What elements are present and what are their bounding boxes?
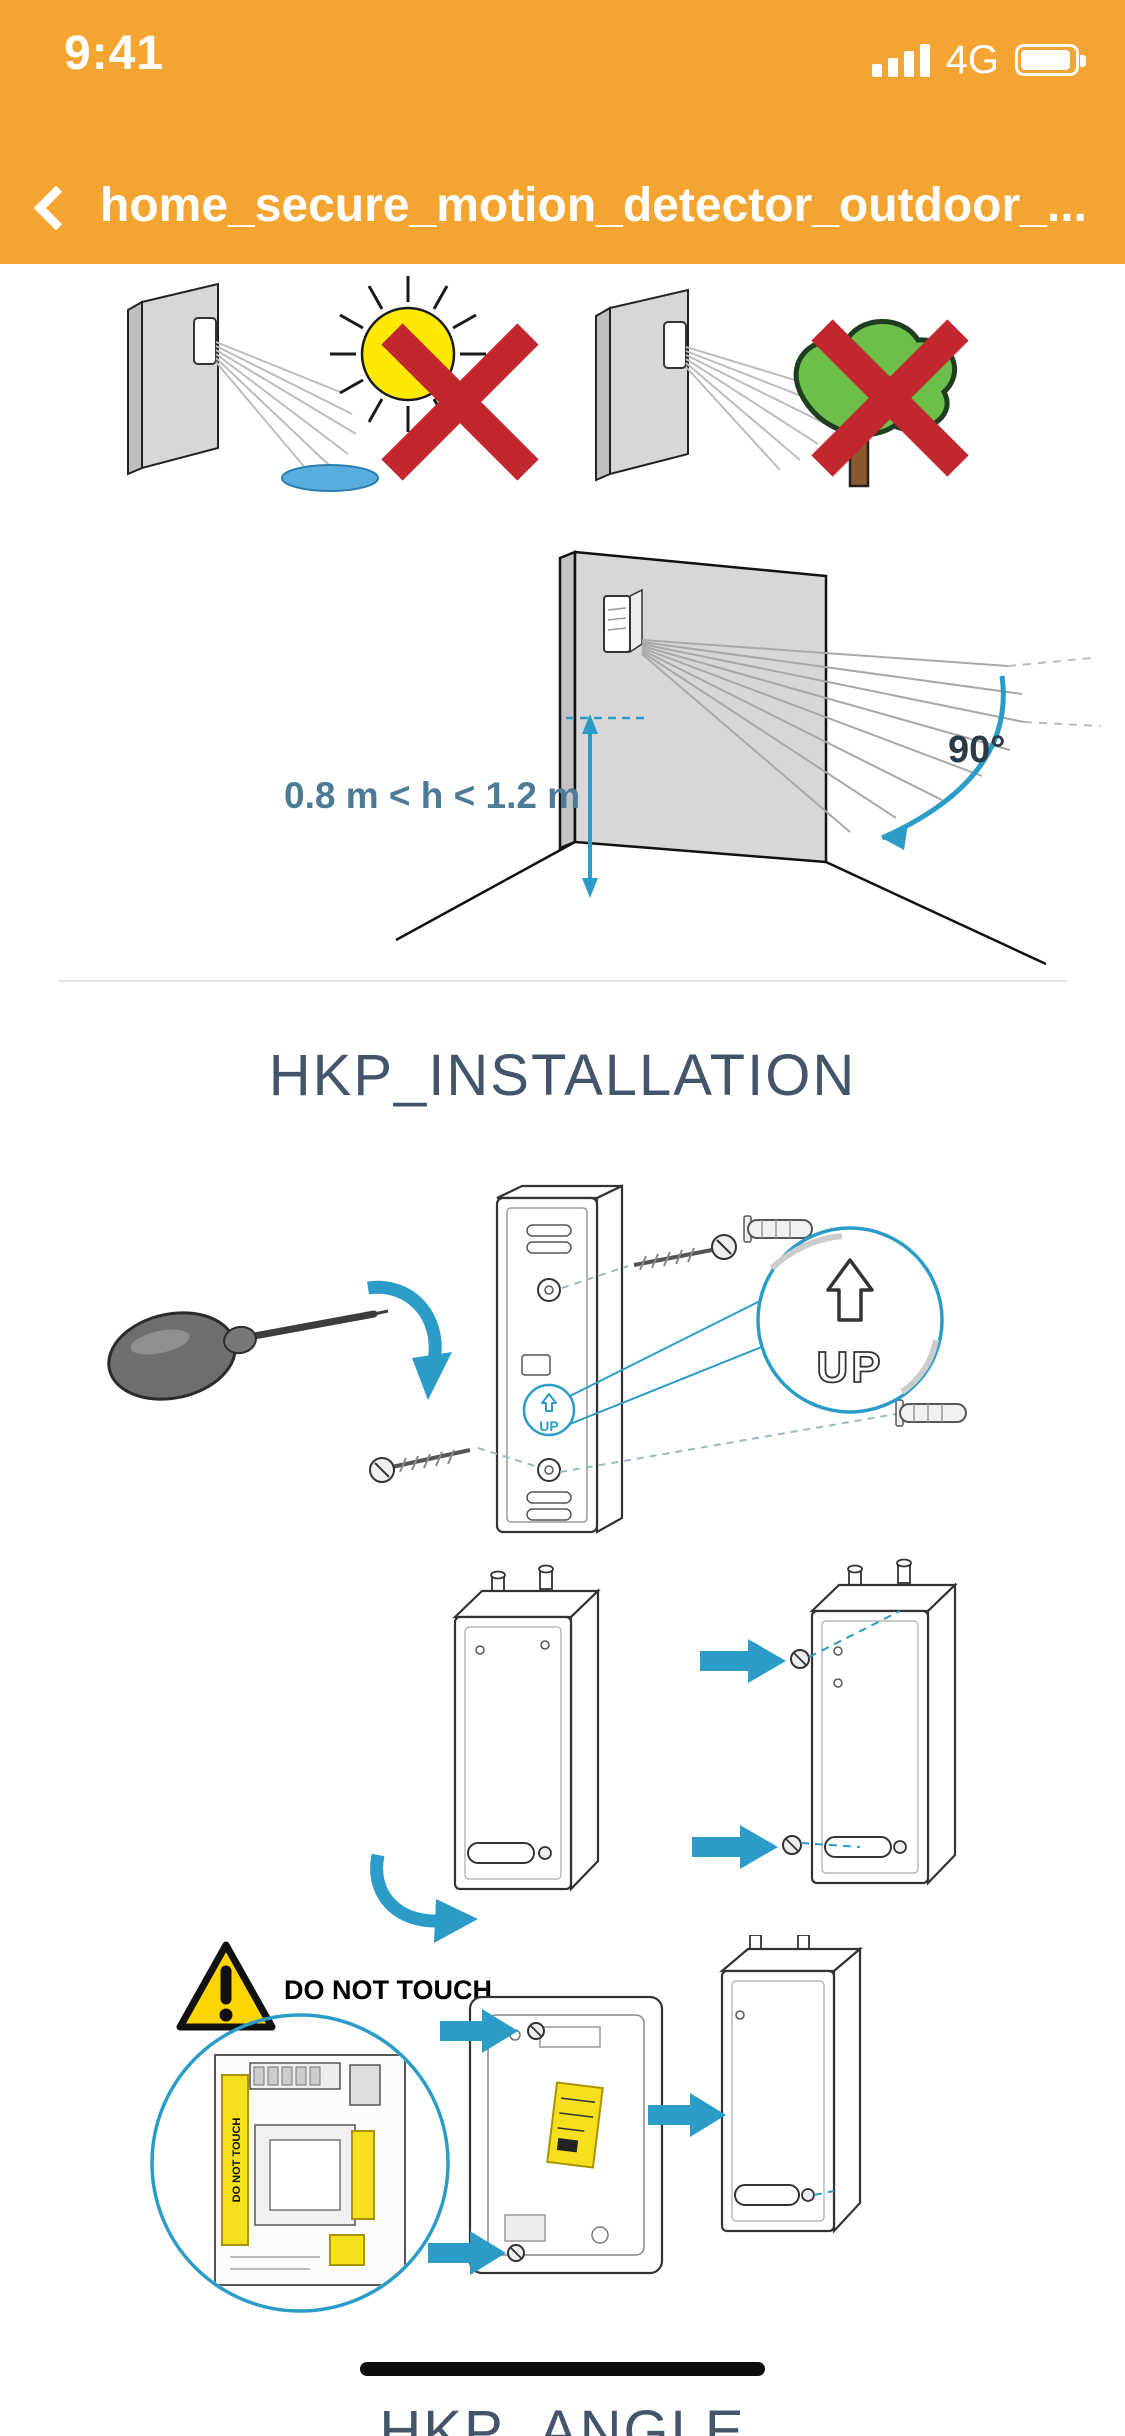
angle-heading: HKP_ANGLE — [379, 2399, 746, 2436]
detection-beams — [641, 639, 1025, 833]
blue-arrow-icon — [648, 2093, 726, 2137]
motion-detector-icon — [663, 321, 687, 369]
do-not-touch-label: DO NOT TOUCH — [284, 1975, 492, 2005]
bracket-box — [452, 1564, 601, 1892]
up-arrow-icon — [541, 1393, 557, 1412]
battery-icon — [1015, 44, 1086, 76]
no-direct-sunlight-panel — [127, 276, 539, 492]
internals-callout: DO NOT TOUCH — [150, 2013, 450, 2313]
bracket-box — [718, 1935, 864, 2234]
caution-sticker — [221, 2074, 249, 2246]
installation-heading: HKP_INSTALLATION — [268, 1043, 857, 1108]
warning-triangle-icon — [176, 1941, 276, 2031]
blue-arrow-icon — [440, 2009, 518, 2053]
water-reflection-icon — [281, 464, 379, 492]
wall-icon — [141, 282, 219, 470]
status-icons: 4G — [871, 36, 1086, 84]
detection-beams — [215, 341, 357, 477]
mounting-height-diagram: 90° 0.8 m < h < 1.2 m — [284, 550, 1101, 966]
sticker-text: DO NOT TOUCH — [231, 2118, 243, 2203]
wall-icon — [609, 288, 689, 476]
blue-arrow-icon — [692, 1825, 861, 1869]
screwdriver-icon — [107, 1309, 389, 1401]
red-cross-icon — [811, 319, 969, 477]
rotate-arrow-icon — [370, 1853, 478, 1943]
angle-label: 90° — [948, 729, 1005, 771]
blue-arrow-icon — [428, 2231, 506, 2275]
placement-warnings-illustration — [127, 276, 969, 492]
home-indicator[interactable] — [360, 2362, 765, 2376]
screw-icon — [561, 1234, 737, 1289]
page-title: home_secure_motion_detector_outdoor_... — [100, 179, 1087, 232]
red-cross-icon — [381, 323, 539, 481]
callout-up-label: UP — [816, 1343, 883, 1392]
bracket-up-label: UP — [539, 1418, 558, 1434]
chevron-left-icon — [33, 185, 79, 231]
bracket-installation-illustration: UP — [107, 1184, 967, 1534]
caution-assembly-illustration: DO NOT TOUCH DO NOT TOUCH — [150, 1935, 864, 2313]
cellular-signal-icon — [871, 43, 930, 77]
wall-anchor-icon — [559, 1399, 967, 1473]
network-type-label: 4G — [945, 37, 999, 82]
caution-sticker — [329, 2234, 365, 2266]
angle-sweep-arrow — [880, 675, 1006, 850]
status-time: 9:41 — [64, 27, 165, 80]
height-measure-arrow — [566, 714, 648, 898]
header-bar: 9:41 4G home_secure_motion_detector_outd… — [0, 0, 1125, 264]
bracket-box — [809, 1558, 958, 1886]
device-back-panel — [468, 1995, 664, 2275]
blue-arrow-icon — [700, 1610, 901, 1683]
screw-icon — [369, 1447, 539, 1483]
back-button[interactable] — [26, 172, 96, 248]
motion-detector-icon — [603, 588, 643, 654]
rotate-arrow-icon — [367, 1280, 452, 1400]
section-divider — [58, 980, 1067, 982]
no-foliage-panel — [595, 288, 969, 488]
mounting-bracket: UP — [495, 1184, 624, 1534]
height-range-label: 0.8 m < h < 1.2 m — [284, 775, 580, 816]
wall-anchor-icon — [743, 1215, 813, 1243]
caution-sticker — [546, 2081, 604, 2169]
up-callout: UP — [569, 1226, 944, 1425]
caution-sticker — [351, 2130, 375, 2220]
motion-detector-icon — [193, 317, 217, 365]
detection-beams — [685, 346, 827, 471]
up-arrow-icon — [826, 1258, 874, 1322]
bracket-boxes-illustration — [370, 1558, 958, 1943]
